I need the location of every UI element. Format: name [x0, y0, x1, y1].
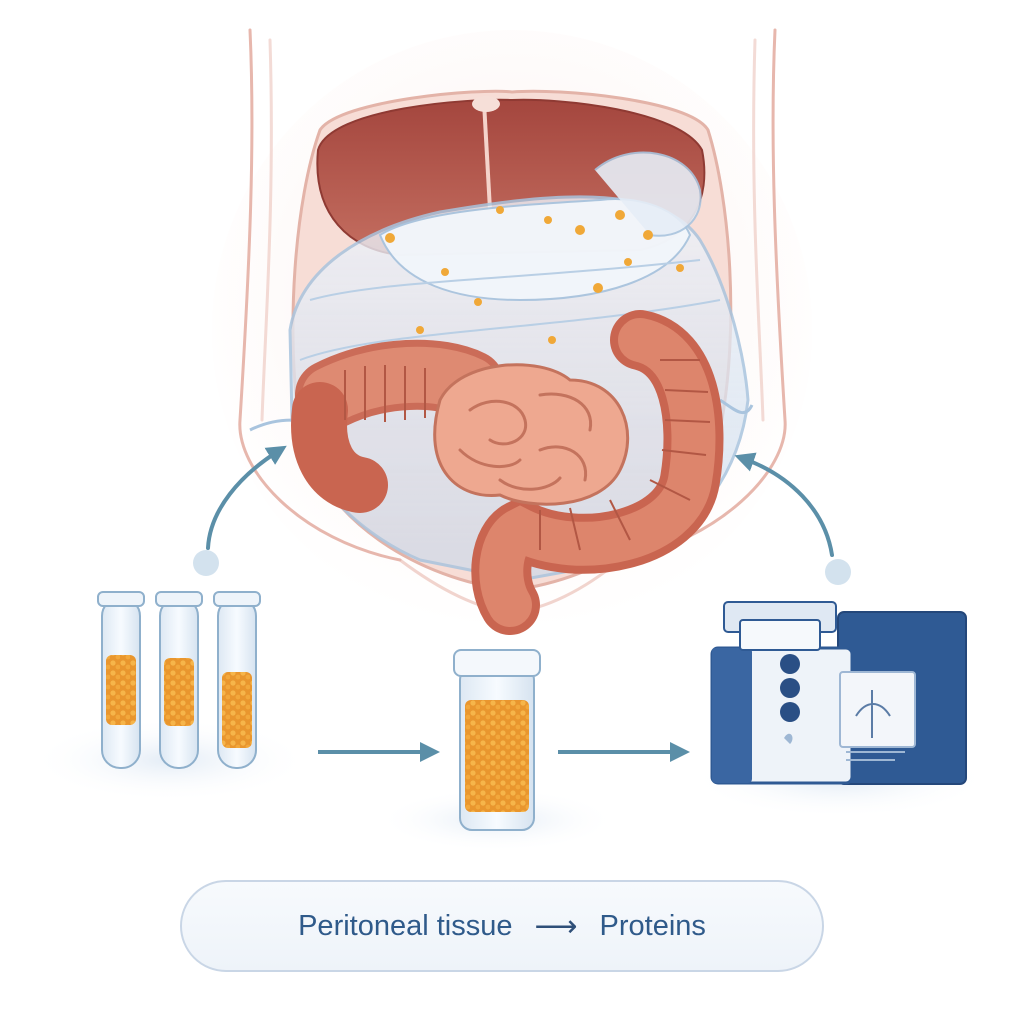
fat-droplet [544, 216, 552, 224]
sample-vial [453, 649, 541, 831]
caption-target: Proteins [599, 909, 706, 942]
haustra-line [569, 507, 581, 551]
intestine-loop [468, 399, 528, 446]
curved-arrow-right [734, 452, 834, 557]
test-tubes [97, 591, 261, 769]
instrument-dial [780, 702, 800, 722]
descending-colon-highlight [479, 318, 716, 627]
membrane-edge-right [719, 398, 754, 415]
torso-left-inner [260, 38, 273, 422]
tissue-sample [222, 672, 252, 748]
mass-spectrometer [710, 601, 967, 785]
caption-source: Peritoneal tissue [298, 909, 513, 942]
drop-icon [784, 733, 793, 744]
instrument-inlet [739, 619, 821, 651]
caption-arrow-icon: ⟶ [534, 909, 578, 943]
fat-droplet [615, 210, 625, 220]
vial-cap [453, 649, 541, 677]
fat-droplet [676, 264, 684, 272]
fat-droplet [385, 233, 395, 243]
haustra-line [649, 479, 691, 501]
instrument-side-panel [712, 648, 752, 783]
spectrum-plot-icon [855, 690, 891, 738]
test-tube-1 [97, 591, 145, 769]
intestine-loop [538, 445, 588, 482]
tube-rim [213, 591, 261, 607]
arrow-origin-dot-right [825, 559, 851, 585]
fat-droplet [416, 326, 424, 334]
tube-rim [97, 591, 145, 607]
fat-droplet [474, 298, 482, 306]
fat-droplet [643, 230, 653, 240]
fat-droplet [441, 268, 449, 276]
ligament-attachment [472, 96, 500, 112]
intestine-loop [538, 392, 593, 432]
tissue-sample [164, 658, 194, 726]
intestine-loop [498, 476, 562, 491]
small-intestine [433, 363, 630, 506]
gallbladder-membrane [594, 151, 702, 237]
instrument-dial [780, 678, 800, 698]
falciform-ligament [482, 101, 492, 211]
fat-droplet [593, 283, 603, 293]
haustra-line [609, 499, 631, 541]
ascending-colon [291, 382, 388, 513]
membrane-fold-upper [309, 259, 701, 301]
fat-droplet [624, 258, 632, 266]
large-intestine [291, 310, 724, 635]
haustra-line [661, 449, 707, 456]
test-tube-3 [213, 591, 261, 769]
fat-droplet [575, 225, 585, 235]
curved-arrow-left [206, 445, 287, 550]
intestine-loop [458, 448, 522, 469]
instrument-dial [780, 654, 800, 674]
haustra-line [664, 389, 709, 393]
tissue-sample [106, 655, 136, 725]
membrane-fold-lower [299, 299, 721, 361]
torso-left-contour [238, 28, 402, 562]
arrow-origin-dot-left [193, 550, 219, 576]
haustra-line [664, 419, 711, 423]
tube-rim [155, 591, 203, 607]
fat-droplet [496, 206, 504, 214]
homogenized-sample [465, 700, 529, 812]
torso-right-inner [752, 38, 765, 422]
torso-right-contour [618, 28, 787, 562]
test-tube-2 [155, 591, 203, 769]
small-intestine-mass [433, 363, 630, 506]
caption-pill: Peritoneal tissue ⟶ Proteins [180, 880, 824, 972]
fat-droplet [548, 336, 556, 344]
instrument-display [839, 671, 916, 748]
